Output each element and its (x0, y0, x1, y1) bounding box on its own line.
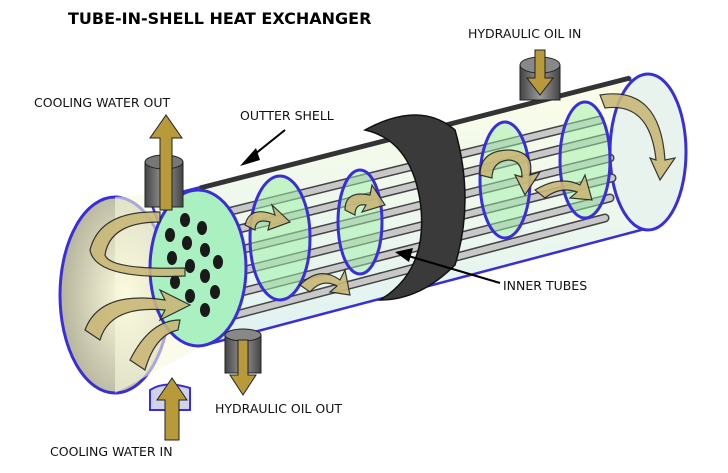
outter-shell-pointer (240, 129, 286, 166)
label-hydraulic-oil-in: HYDRAULIC OIL IN (468, 26, 581, 41)
arrow-up-icon (156, 377, 188, 441)
cooling-water-out-nozzle (144, 114, 184, 211)
label-inner-tubes: INNER TUBES (503, 278, 587, 293)
inner-tubes-pointer (395, 248, 501, 284)
hydraulic-oil-out-nozzle (224, 328, 262, 396)
shell-band (362, 114, 466, 301)
label-hydraulic-oil-out: HYDRAULIC OIL OUT (215, 401, 342, 416)
arrow-down-icon (525, 49, 555, 96)
label-cooling-water-out: COOLING WATER OUT (34, 95, 171, 110)
diagram-title: TUBE-IN-SHELL HEAT EXCHANGER (68, 9, 371, 28)
label-outter-shell: OUTTER SHELL (240, 108, 334, 123)
flow-arrows (84, 93, 677, 371)
hydraulic-oil-in-nozzle (519, 49, 561, 101)
cooling-water-in-nozzle (149, 377, 191, 441)
arrow-up-icon (149, 114, 183, 211)
label-cooling-water-in: COOLING WATER IN (50, 444, 173, 459)
arrow-down-icon (229, 339, 257, 396)
